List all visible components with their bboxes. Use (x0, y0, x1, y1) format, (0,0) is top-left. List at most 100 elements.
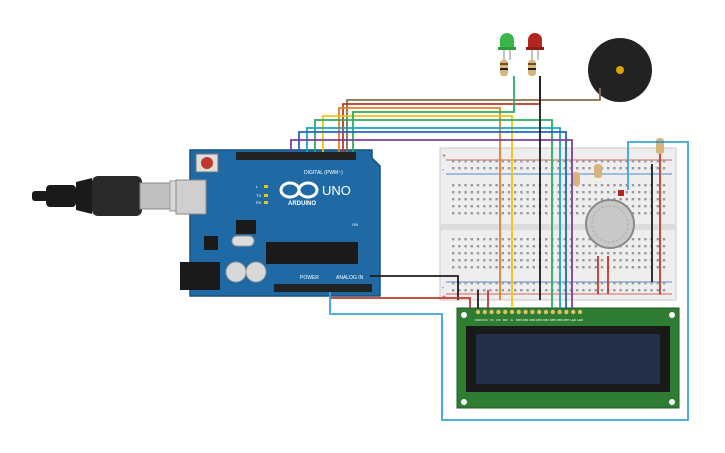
breadboard-hole (656, 289, 659, 292)
indicator-led (618, 190, 624, 196)
breadboard-hole (662, 191, 666, 194)
breadboard-hole (613, 184, 616, 187)
breadboard-hole (631, 191, 635, 194)
breadboard-hole (526, 282, 529, 285)
breadboard-hole (489, 184, 492, 187)
breadboard-hole (662, 238, 666, 241)
breadboard-hole (532, 198, 535, 201)
lcd-pin[interactable] (550, 309, 555, 315)
breadboard-hole (625, 282, 628, 285)
breadboard-hole (545, 184, 548, 187)
breadboard-hole (495, 205, 498, 208)
breadboard-hole (464, 289, 467, 292)
breadboard-hole (613, 252, 616, 255)
lcd-pin[interactable] (489, 309, 494, 315)
lcd-pin[interactable] (516, 309, 521, 315)
breadboard-hole (514, 252, 517, 255)
breadboard-hole (452, 167, 455, 170)
breadboard-hole (520, 184, 523, 187)
breadboard-hole (588, 259, 591, 262)
breadboard-hole (483, 167, 486, 170)
breadboard-hole (514, 191, 517, 194)
breadboard-hole (532, 245, 535, 248)
lcd-pin[interactable] (496, 309, 501, 315)
power-jack[interactable] (180, 262, 220, 290)
breadboard-hole (514, 212, 517, 215)
breadboard-hole (619, 160, 622, 163)
breadboard-hole (594, 160, 597, 163)
breadboard-hole (625, 266, 628, 269)
lcd-pin-label: E (511, 318, 513, 322)
lcd-pin[interactable] (537, 309, 542, 315)
breadboard-hole (470, 184, 473, 187)
breadboard-hole (638, 238, 641, 241)
breadboard-hole (532, 266, 535, 269)
resistor-bb-1 (572, 172, 580, 186)
breadboard-hole (557, 266, 560, 269)
lcd-pin[interactable] (503, 309, 508, 315)
breadboard-hole (594, 245, 597, 248)
breadboard-hole (458, 205, 461, 208)
breadboard-hole (588, 266, 591, 269)
wire-orange (338, 107, 501, 300)
breadboard-hole (507, 191, 511, 194)
lcd-pin[interactable] (564, 309, 569, 315)
arduino-uno-board: ARDUINO UNO DIGITAL (PWM~) POWER ANALOG … (175, 149, 381, 297)
breadboard-hole (495, 252, 498, 255)
lcd-pin-label: DB2 (529, 318, 535, 322)
lcd-pin[interactable] (543, 309, 549, 315)
breadboard-hole (588, 252, 591, 255)
breadboard-hole (576, 252, 579, 255)
lcd-pin[interactable] (557, 309, 562, 315)
lcd-pin[interactable] (482, 309, 487, 315)
lcd-pin[interactable] (530, 309, 535, 315)
breadboard-hole (501, 184, 504, 187)
breadboard-hole (507, 205, 511, 208)
breadboard-hole (501, 245, 504, 248)
breadboard-hole (452, 198, 455, 201)
lcd-pin[interactable] (509, 309, 515, 315)
breadboard-hole (514, 184, 517, 187)
wire-blue (298, 131, 567, 308)
breadboard-hole (650, 160, 653, 163)
breadboard-hole (613, 259, 616, 262)
wire-brown-buzzer (346, 88, 601, 152)
breadboard-hole (576, 289, 579, 292)
breadboard-hole (569, 245, 573, 248)
breadboard-hole (464, 167, 467, 170)
usb-port[interactable] (175, 179, 207, 215)
breadboard-hole (501, 282, 504, 285)
breadboard-hole (483, 266, 486, 269)
breadboard-hole (452, 245, 455, 248)
lcd-pin[interactable] (475, 309, 481, 315)
breadboard-hole (644, 245, 647, 248)
breadboard-hole (588, 184, 591, 187)
breadboard-hole (452, 160, 455, 163)
lcd-pin[interactable] (571, 309, 576, 315)
breadboard-hole (662, 160, 666, 163)
breadboard-hole (495, 282, 498, 285)
breadboard-hole (557, 212, 560, 215)
breadboard-hole (495, 238, 498, 241)
breadboard-hole (532, 289, 535, 292)
breadboard-hole (545, 198, 548, 201)
breadboard-hole (569, 252, 573, 255)
breadboard-hole (569, 160, 573, 163)
breadboard-hole (594, 252, 597, 255)
breadboard-hole (464, 160, 467, 163)
breadboard-hole (569, 167, 573, 170)
lcd-pin[interactable] (523, 309, 528, 315)
breadboard-hole (557, 245, 560, 248)
breadboard-hole (631, 238, 635, 241)
lcd-pin[interactable] (577, 309, 583, 315)
breadboard-hole (588, 160, 591, 163)
breadboard-hole (483, 259, 486, 262)
reset-button[interactable] (201, 157, 213, 169)
breadboard-hole (607, 191, 610, 194)
breadboard-hole (638, 167, 641, 170)
lcd-screen (476, 334, 660, 384)
breadboard-hole (613, 191, 616, 194)
breadboard-hole (600, 282, 604, 285)
breadboard-hole (656, 282, 659, 285)
breadboard-hole (501, 191, 504, 194)
